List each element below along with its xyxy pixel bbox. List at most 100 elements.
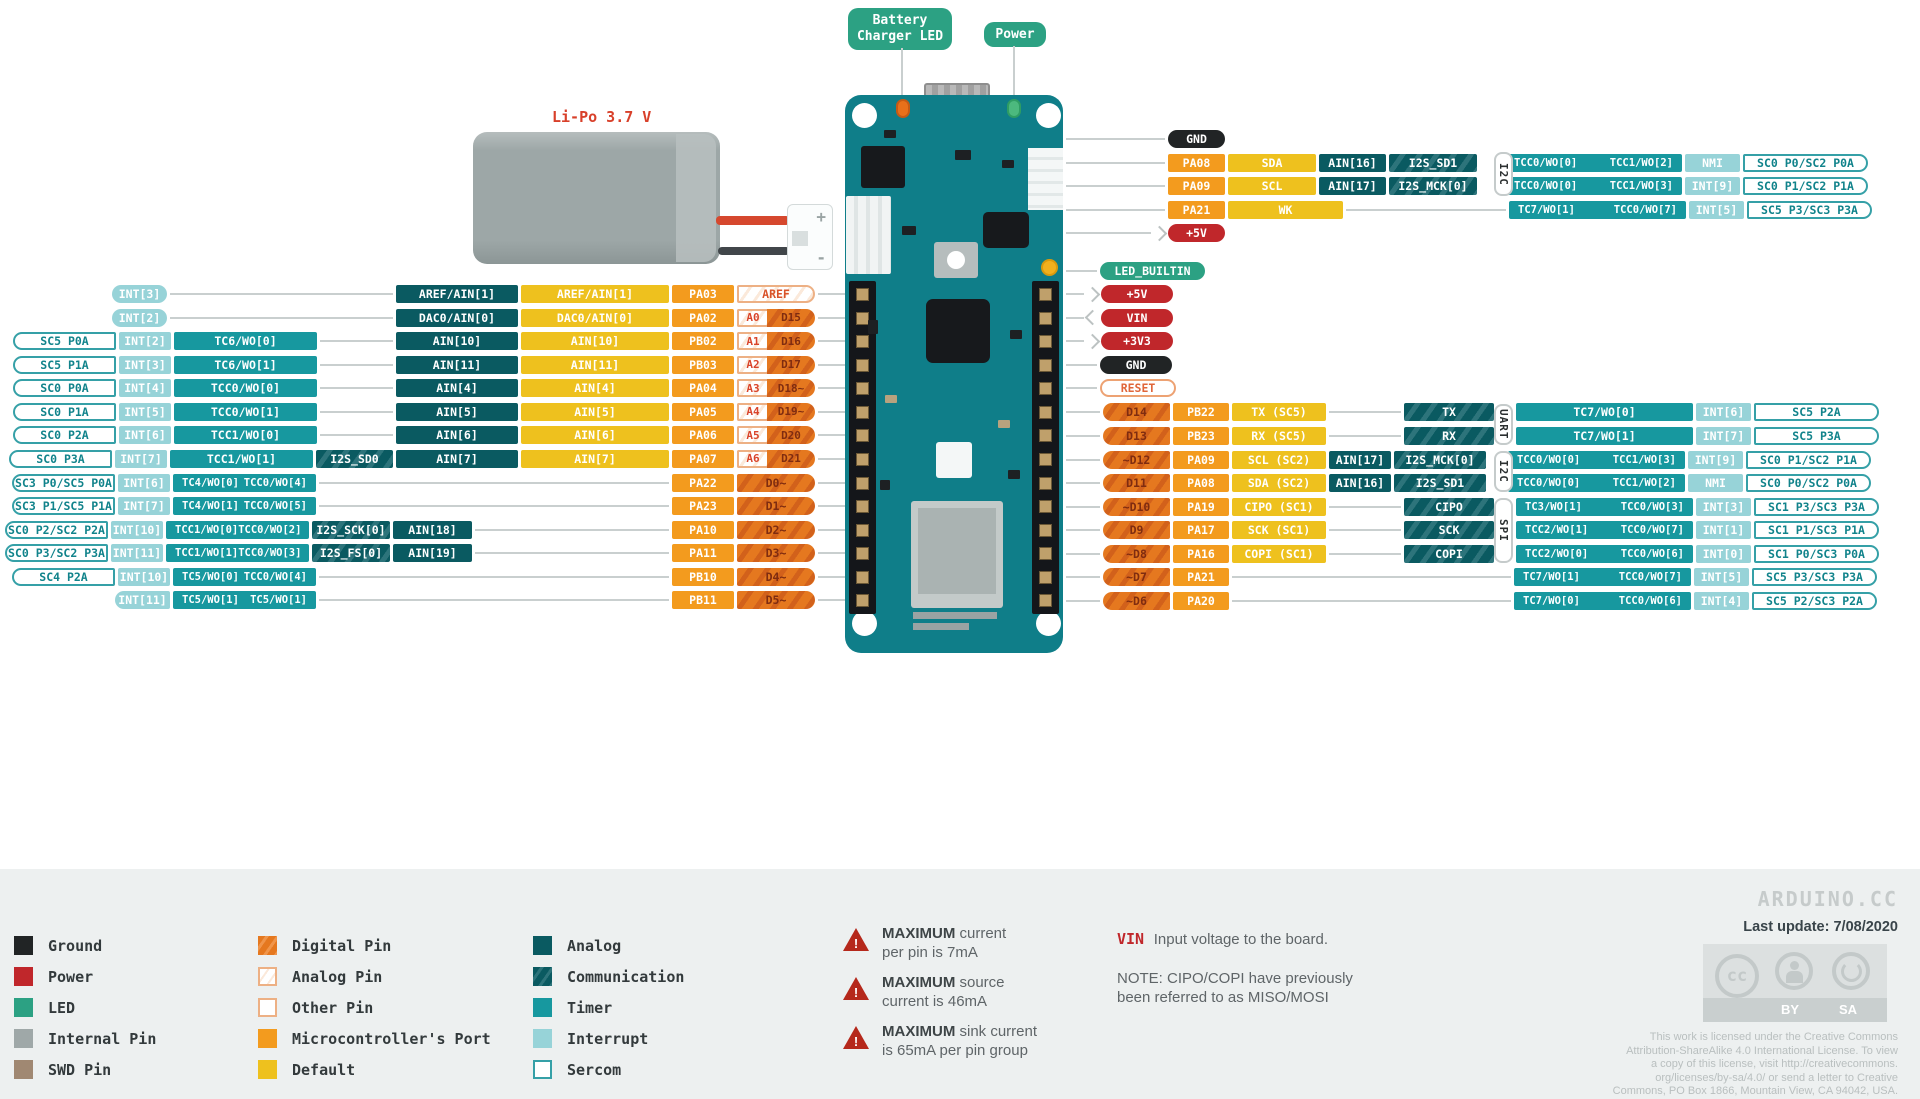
pin-pad: [856, 452, 869, 466]
connector-line: [1329, 529, 1401, 532]
pin-cell-ser: SC1 P3/SC3 P3A: [1754, 497, 1879, 516]
pin-cell-def: SCL: [1228, 177, 1316, 196]
legend-swatch-sercom: [533, 1060, 552, 1079]
legend-label: LED: [48, 999, 76, 1017]
pin-cell-gnd: GND: [1100, 355, 1172, 374]
rf-chip: [936, 442, 972, 478]
pin-cell-ser: SC4 P2A: [12, 567, 115, 586]
legend-label: Ground: [48, 937, 103, 955]
pin-cell-int: INT[5]: [119, 402, 171, 421]
pin-cell-int: INT[5]: [1694, 568, 1749, 587]
pin-cell-tim: TCC1/WO[1]TCC0/WO[3]: [166, 544, 309, 563]
pin-cell-ser: SC1 P1/SC3 P1A: [1754, 521, 1879, 540]
connector-line: [818, 599, 845, 602]
wifi-shield: [911, 501, 1003, 608]
pin-cell-def: SCL (SC2): [1232, 450, 1326, 469]
pin-cell-dstr: D1~: [737, 497, 815, 516]
legend-swatch-internal: [14, 1029, 33, 1048]
warning-icon: !: [843, 928, 869, 951]
legend-label: Timer: [567, 999, 613, 1017]
top-right-pin-row: +5V: [1066, 224, 1896, 243]
connector-line: [818, 457, 845, 460]
pin-pad: [856, 288, 869, 301]
pin-cell-port: PA19: [1173, 497, 1229, 516]
pin-cell-port: PA02: [672, 308, 734, 327]
connector-line: [320, 340, 393, 343]
pin-pad: [1039, 429, 1052, 443]
last-update: Last update: 7/08/2020: [1743, 919, 1898, 935]
pin-cell-comm: RX: [1404, 426, 1494, 445]
pin-cell-tim: TCC1/WO[0]TCC0/WO[2]: [166, 520, 309, 539]
top-right-pin-row: GND: [1066, 130, 1896, 148]
pin-cell-def: RX (SC5): [1232, 426, 1326, 445]
pin-cell-pow: +5V: [1101, 285, 1173, 303]
connector-line: [818, 434, 845, 437]
pin-cell-tim: TC7/WO[0]: [1516, 403, 1693, 422]
pin-cell-port: PA22: [672, 473, 734, 492]
analog-pin-label: A5: [737, 426, 767, 445]
pin-cell-ana: AIN[5]: [396, 402, 518, 421]
connector-line: [818, 575, 845, 578]
legend-label: Sercom: [567, 1061, 622, 1079]
connector-line: [818, 410, 845, 413]
pin-cell-int: INT[9]: [1688, 450, 1743, 469]
pin-cell-tim: TC4/WO[0]TCC0/WO[4]: [173, 473, 316, 492]
analog-pin-label: A1: [737, 332, 767, 351]
connector-line: [475, 552, 669, 555]
legend-label: Interrupt: [567, 1030, 649, 1048]
pin-cell-ana: AIN[10]: [396, 332, 518, 351]
pin-pad: [856, 476, 869, 490]
pin-cell-ser: SC0 P3/SC2 P3A: [5, 544, 108, 563]
cc-by-icon: [1775, 952, 1813, 990]
bus-tab-i2c: I2C: [1494, 451, 1513, 492]
pin-cell-ser: SC5 P2/SC3 P2A: [1752, 591, 1877, 610]
pin-cell-dstr: D11: [1103, 474, 1170, 493]
pin-pad: [1039, 570, 1052, 584]
pin-cell-int: INT[9]: [1685, 177, 1740, 196]
pin-pad: [856, 570, 869, 584]
pin-cell-dstr: ~D8: [1103, 544, 1170, 563]
pin-cell-tim: TCC1/WO[1]: [170, 449, 313, 468]
pin-pad: [1039, 547, 1052, 561]
pin-pad: [856, 382, 869, 396]
pin-cell-tim: TCC0/WO[0]: [174, 379, 317, 398]
pin-cell-def: CIPO (SC1): [1232, 497, 1326, 516]
pin-pad: [856, 358, 869, 372]
mounting-hole: [1036, 611, 1061, 636]
legend-swatch-swd: [14, 1060, 33, 1079]
connector-line: [818, 363, 845, 366]
bus-tab-spi: SPI: [1494, 498, 1513, 563]
arduino-cc-brand: ARDUINO.CC: [1757, 887, 1898, 911]
pin-cell-dstr: D5~: [737, 591, 815, 610]
pin-cell-tim: TCC2/WO[0]TCC0/WO[6]: [1516, 544, 1693, 563]
pin-cell-comm: CIPO: [1404, 497, 1494, 516]
charger-ic-chip: [861, 146, 905, 188]
pin-pad: [1039, 358, 1052, 372]
power-pin-row: +3V3: [1066, 332, 1366, 351]
license-text: This work is licensed under the Creative…: [1612, 1031, 1898, 1097]
pin-cell-port: PA08: [1173, 474, 1229, 493]
connector-line: [818, 316, 845, 319]
cc-badge-strip: BY SA: [1703, 998, 1887, 1022]
pin-pad: [856, 311, 869, 325]
connector-line: [475, 528, 669, 531]
connector-line: [818, 552, 845, 555]
pin-cell-tim: TC6/WO[1]: [174, 355, 317, 374]
pin-cell-dstr: ~D6: [1103, 591, 1170, 610]
legend-label: Communication: [567, 968, 685, 986]
legend-label: Microcontroller's Port: [292, 1030, 491, 1048]
pin-header-left: [849, 281, 876, 614]
pin-cell-ser: SC0 P2/SC2 P2A: [5, 520, 108, 539]
pin-cell-dstr: D13: [1103, 426, 1170, 445]
pin-cell-ana: DAC0/AIN[0]: [396, 308, 518, 327]
pin-cell-int: INT[3]: [1696, 497, 1751, 516]
pin-cell-port: PB03: [672, 355, 734, 374]
bus-tab-i2c: I2C: [1494, 152, 1513, 196]
